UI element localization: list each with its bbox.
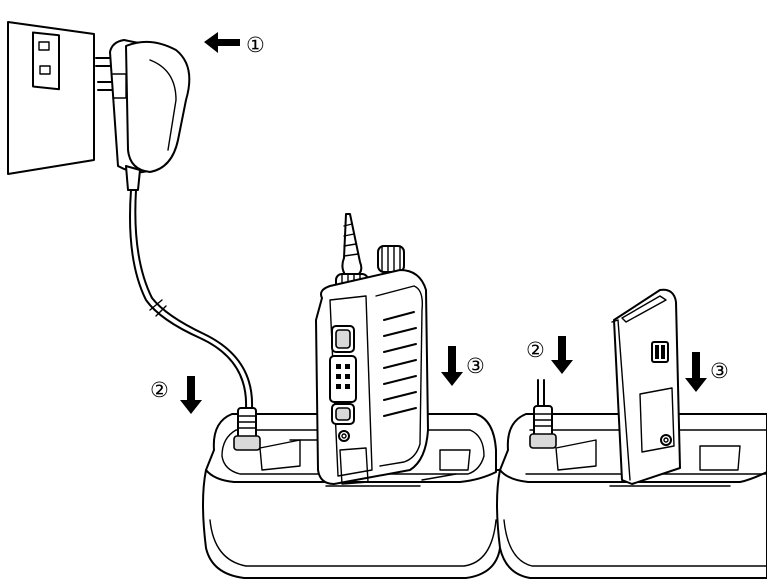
step-1-marker: ①: [204, 32, 265, 57]
battery-pack: [611, 288, 681, 485]
step-2-label-left: ②: [150, 378, 169, 402]
step-3-marker-right: ③: [685, 352, 729, 392]
step-3-label-left: ③: [466, 354, 485, 378]
step-1-label: ①: [246, 33, 265, 57]
power-adapter: [95, 39, 191, 191]
power-cable: [129, 189, 254, 409]
two-way-radio: [315, 213, 429, 485]
step-3-marker-left: ③: [441, 346, 485, 386]
step-2-label-right: ②: [526, 338, 545, 362]
step-2-marker-right: ②: [526, 336, 573, 374]
wall-outlet: [7, 21, 95, 175]
step-3-label-right: ③: [710, 359, 729, 383]
step-2-marker-left: ②: [150, 376, 202, 414]
right-charger: [496, 379, 767, 579]
